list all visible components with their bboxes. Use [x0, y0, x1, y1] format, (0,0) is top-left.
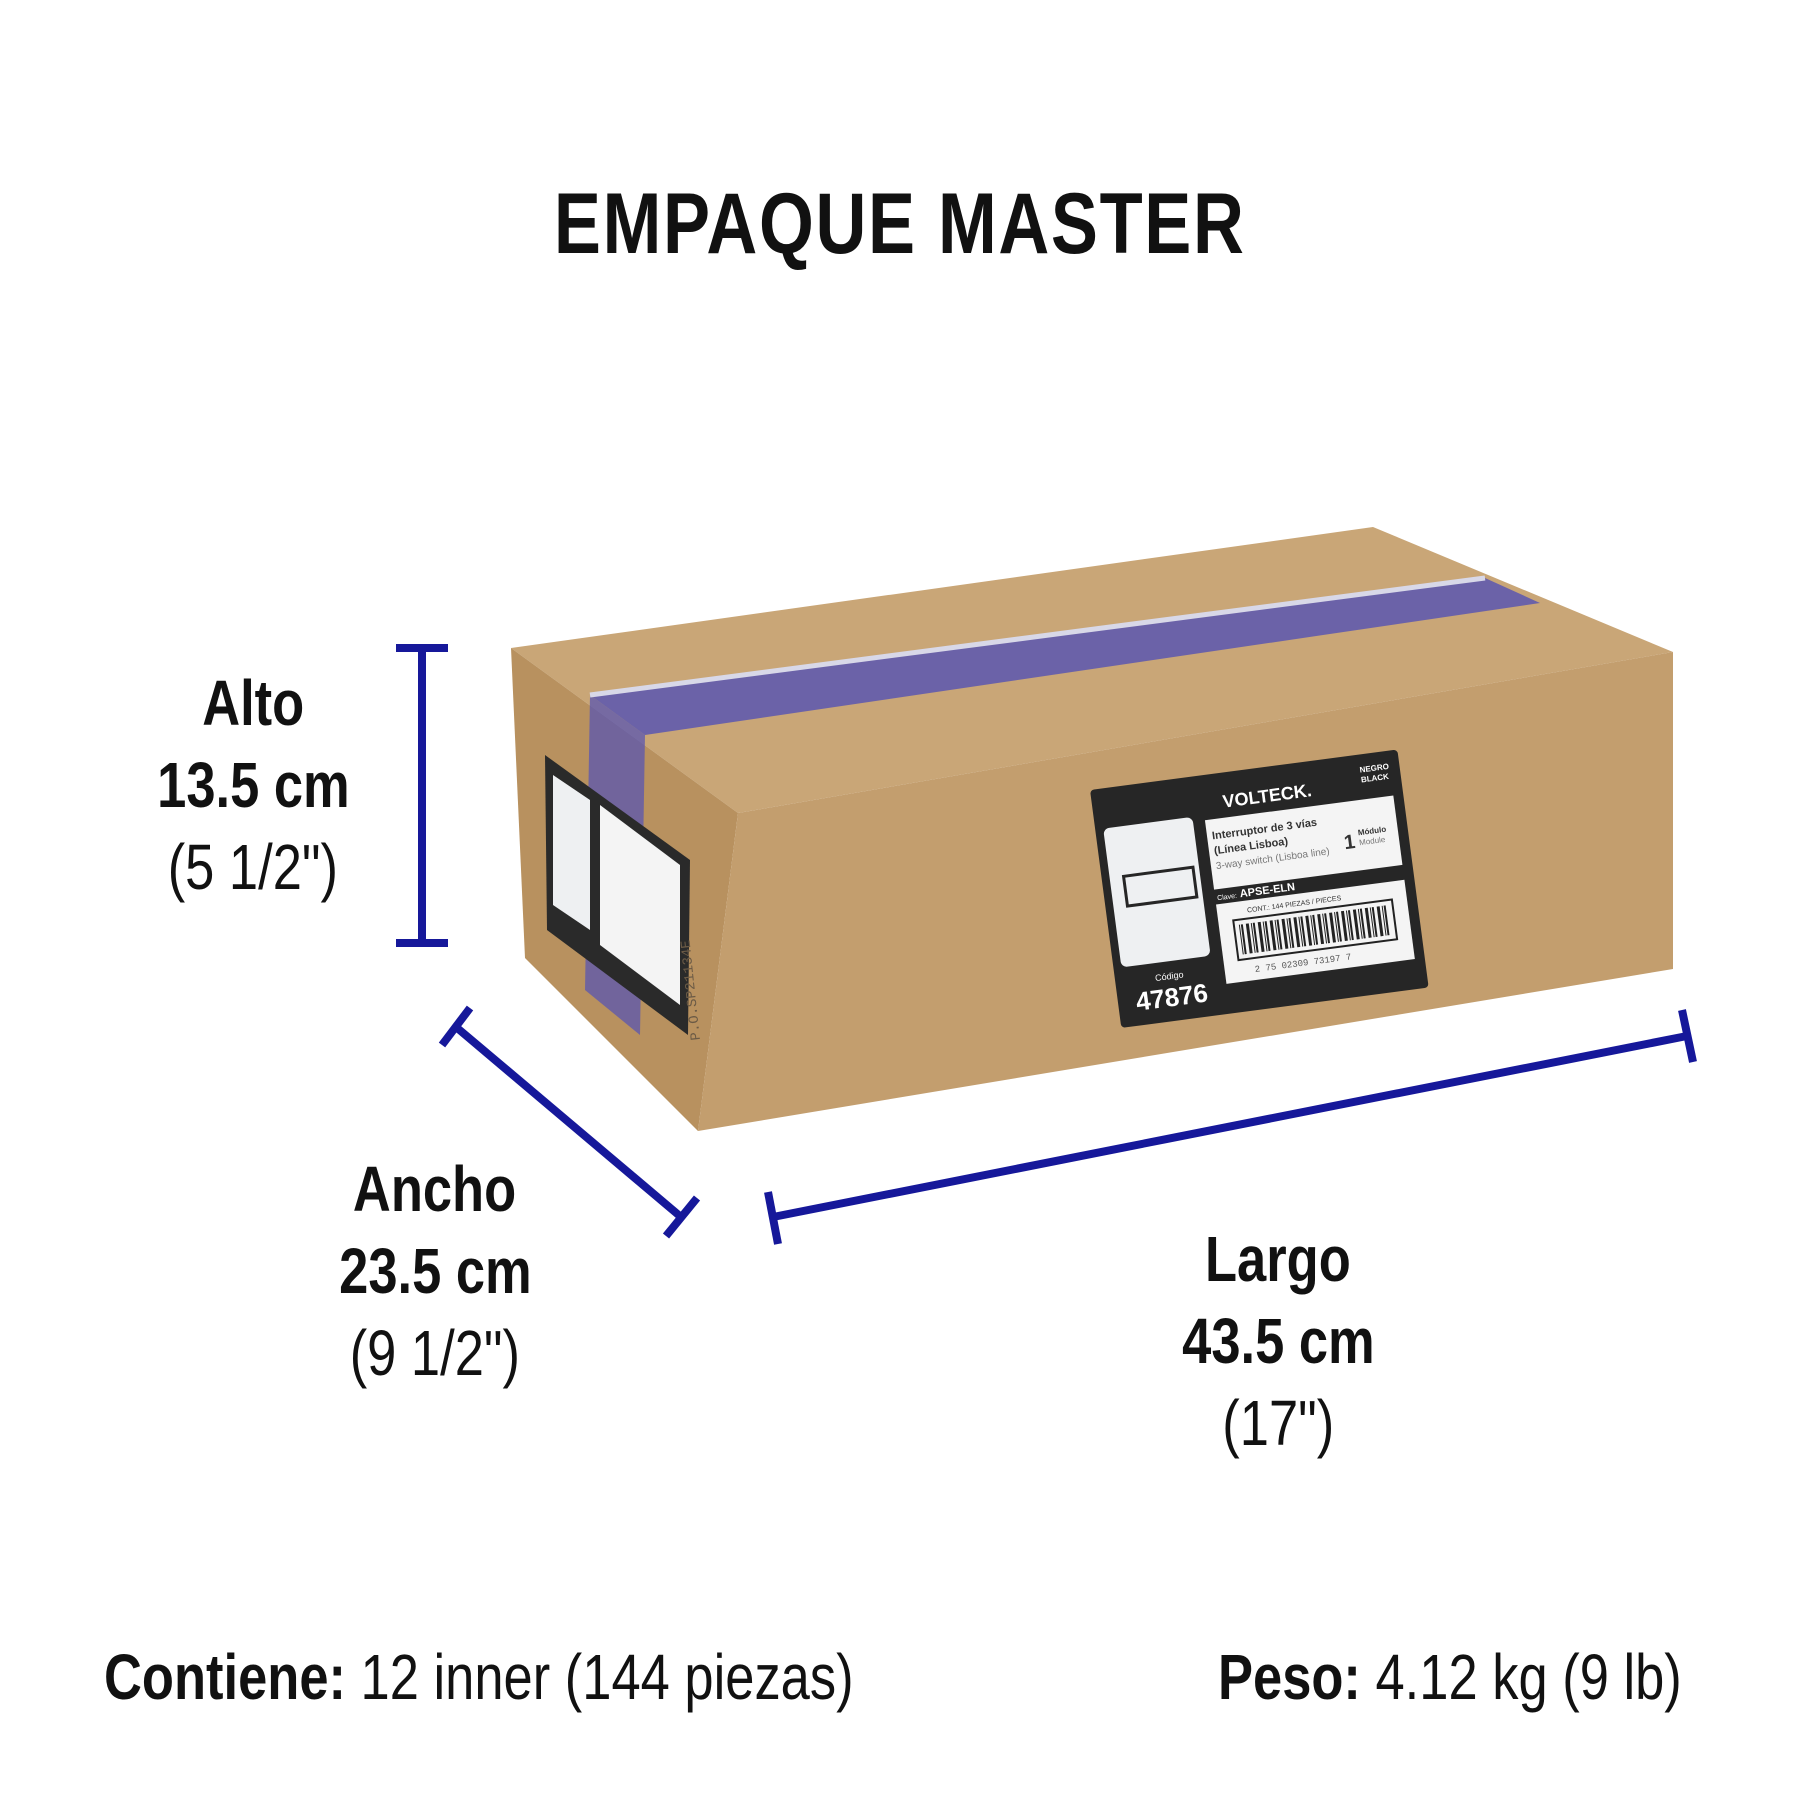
barcode-bar: [1376, 906, 1384, 937]
module-count: 1: [1343, 831, 1357, 854]
barcode: [1232, 898, 1399, 962]
codigo-label: Código: [1154, 969, 1184, 983]
module-en: Module: [1359, 835, 1387, 847]
product-label: VOLTECK. NEGRO BLACK Interruptor de 3 ví…: [1090, 750, 1429, 1028]
barcode-bar: [1352, 909, 1360, 940]
barcode-bar: [1262, 921, 1268, 952]
barcode-bar: [1274, 919, 1280, 950]
barcode-bar: [1329, 912, 1336, 943]
barcode-bar: [1240, 924, 1247, 955]
color-en: BLACK: [1360, 772, 1389, 785]
barcode-bar: [1359, 908, 1366, 939]
alto-label: Alto: [201, 667, 305, 739]
color-es: NEGRO: [1359, 762, 1389, 775]
alto-dimension-line: [396, 644, 448, 947]
ancho-metric: 23.5 cm: [338, 1235, 532, 1307]
barcode-bar: [1364, 907, 1372, 938]
barcode-bar: [1264, 921, 1271, 952]
barcode-bar: [1317, 914, 1325, 945]
barcode-bar: [1300, 916, 1307, 947]
largo-dimension-line: [764, 1009, 1697, 1245]
barcode-bar: [1257, 921, 1265, 952]
barcode-bar: [1305, 915, 1313, 946]
barcode-bar: [1238, 924, 1244, 955]
largo-metric: 43.5 cm: [1181, 1305, 1375, 1377]
alto-dimension: Alto 13.5 cm (5 1/2"): [53, 662, 453, 908]
barcode-bar: [1250, 923, 1256, 953]
barcode-bar: [1293, 917, 1301, 948]
barcode-bar: [1371, 906, 1378, 937]
barcode-bar: [1381, 905, 1387, 936]
alto-imperial: (5 1/2"): [167, 831, 339, 903]
contiene-label: Contiene:: [104, 1641, 346, 1713]
barcode-bar: [1322, 913, 1328, 944]
largo-label: Largo: [1205, 1223, 1351, 1295]
clave-label: Clave:: [1217, 893, 1238, 903]
barcode-bar: [1357, 908, 1363, 939]
barcode-bar: [1383, 905, 1390, 936]
barcode-bar: [1312, 914, 1319, 945]
barcode-bar: [1288, 917, 1295, 948]
ancho-imperial: (9 1/2"): [349, 1317, 521, 1389]
barcode-bar: [1324, 913, 1331, 944]
barcode-bar: [1369, 907, 1375, 938]
packing-tape: [590, 578, 1540, 735]
barcode-bar: [1276, 919, 1283, 950]
alto-metric: 13.5 cm: [156, 749, 350, 821]
weight-info: Peso: 4.12 kg (9 lb): [1218, 1640, 1784, 1714]
barcode-bar: [1340, 910, 1348, 942]
peso-value: 4.12 kg (9 lb): [1360, 1641, 1682, 1713]
barcode-bar: [1345, 910, 1351, 941]
largo-dimension: Largo 43.5 cm (17"): [1078, 1218, 1478, 1464]
barcode-bar: [1269, 920, 1277, 951]
barcode-bar: [1245, 923, 1253, 954]
largo-imperial: (17"): [1222, 1387, 1334, 1459]
barcode-bar: [1286, 918, 1292, 949]
barcode-bar: [1336, 911, 1342, 942]
contiene-value: 12 inner (144 piezas): [345, 1641, 854, 1713]
contents-info: Contiene: 12 inner (144 piezas): [104, 1640, 1018, 1714]
ancho-dimension-line: [438, 1005, 701, 1239]
barcode-bar: [1347, 910, 1354, 941]
barcode-bar: [1281, 918, 1289, 949]
barcode-bar: [1310, 915, 1316, 946]
ancho-dimension: Ancho 23.5 cm (9 1/2"): [235, 1148, 635, 1394]
barcode-bar: [1298, 916, 1304, 947]
module-es: Módulo: [1357, 825, 1386, 838]
peso-label: Peso:: [1218, 1641, 1361, 1713]
ancho-label: Ancho: [353, 1153, 517, 1225]
barcode-bar: [1252, 922, 1259, 953]
page-title: EMPAQUE MASTER: [554, 176, 1246, 272]
barcode-bar: [1334, 912, 1339, 942]
